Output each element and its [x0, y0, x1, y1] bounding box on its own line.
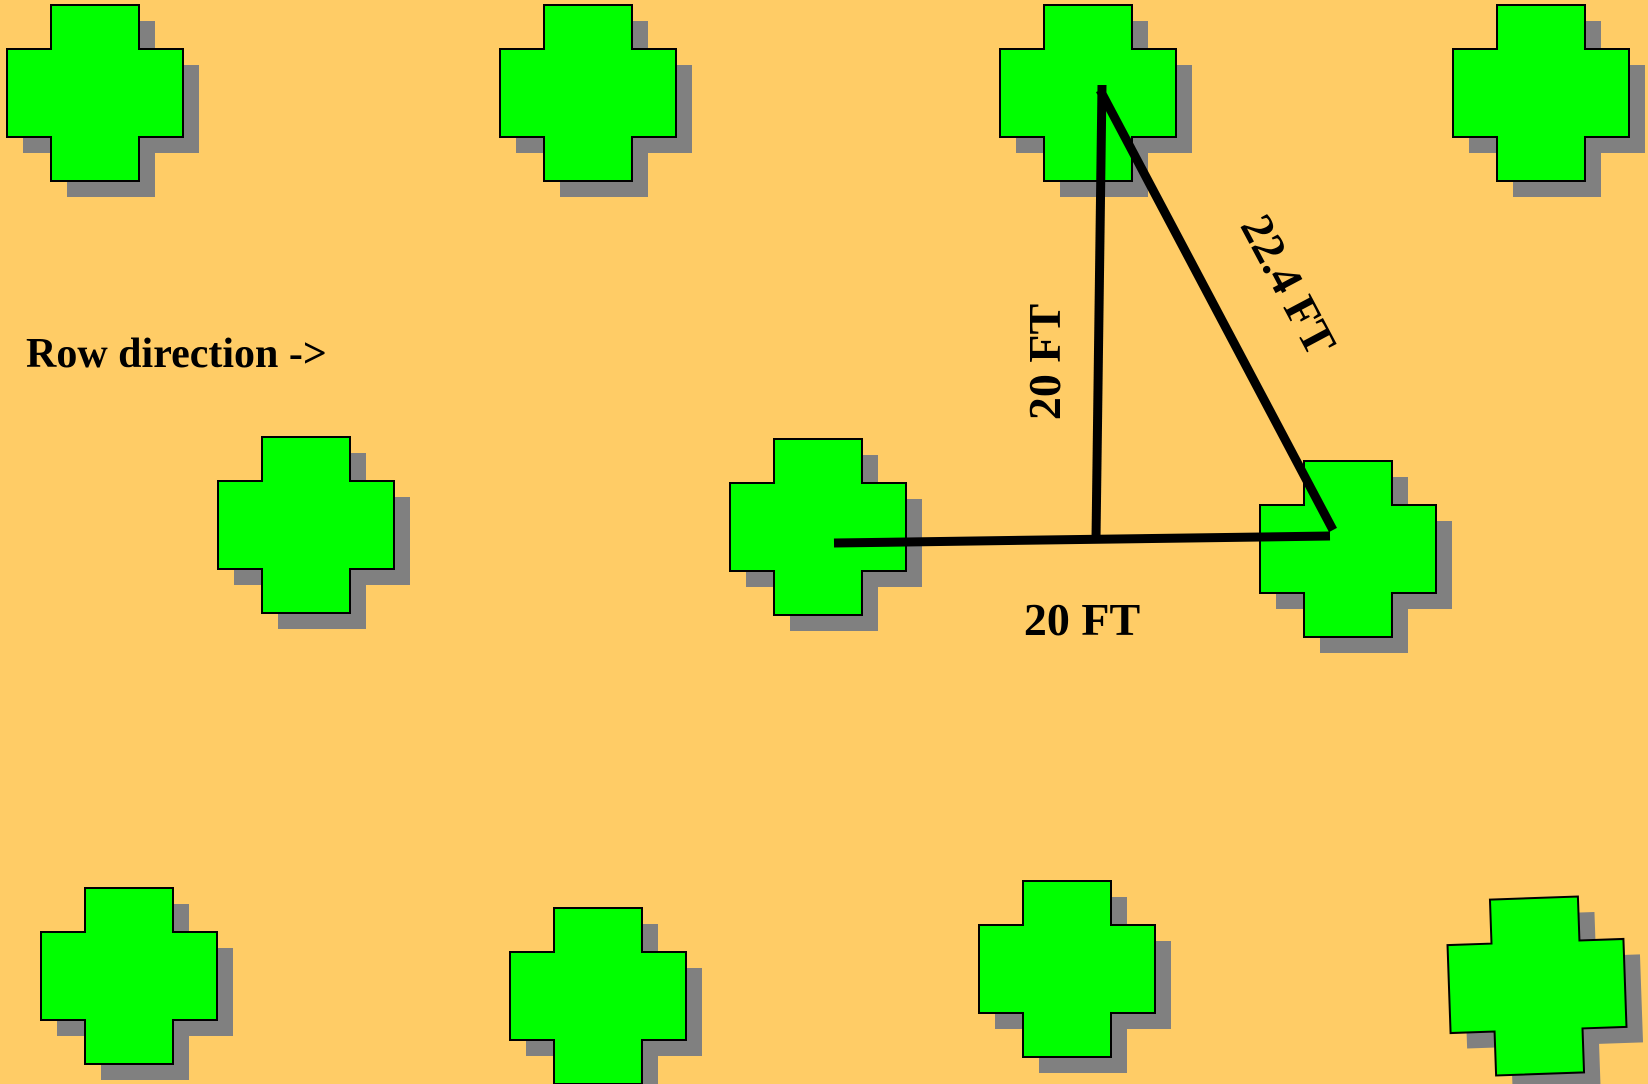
diagonal-distance-line [1096, 87, 1337, 533]
vertical-distance-label: 20 FT [1019, 304, 1070, 420]
horizontal-distance-line [833, 531, 1331, 548]
row-direction-label: Row direction -> [26, 331, 327, 377]
horizontal-distance-label: 20 FT [1024, 594, 1140, 645]
vertical-distance-line [1091, 84, 1107, 540]
